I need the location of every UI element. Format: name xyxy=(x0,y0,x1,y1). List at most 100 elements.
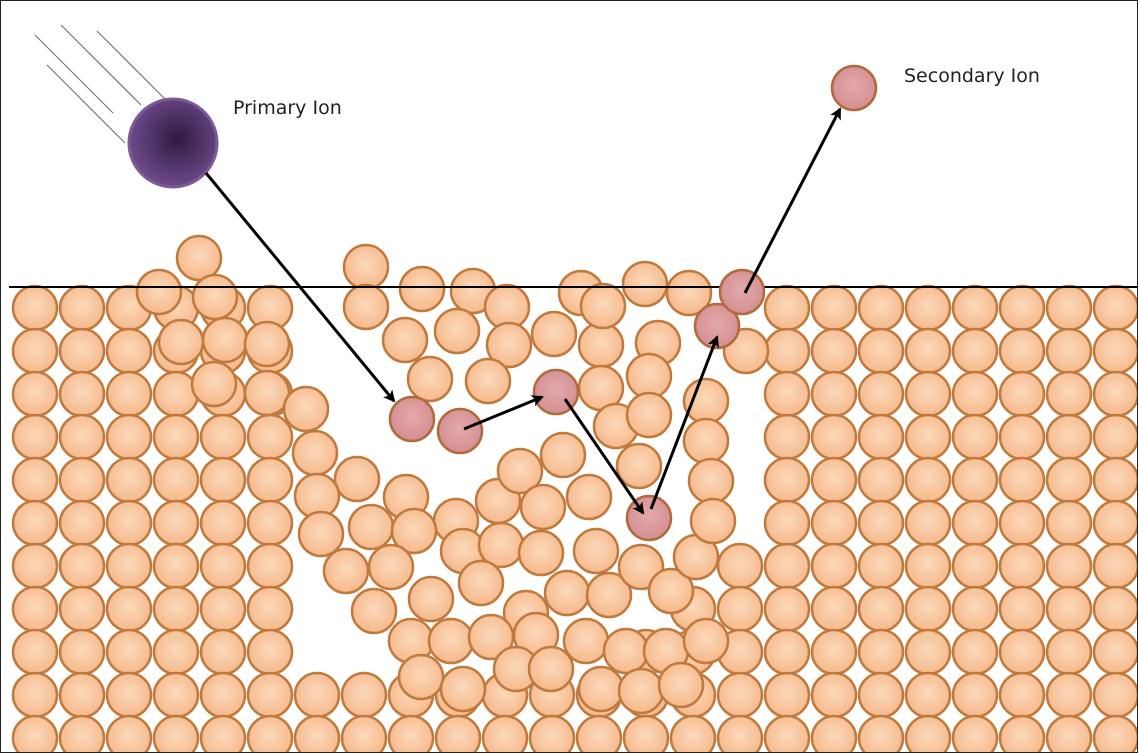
substrate-atom xyxy=(1047,458,1091,502)
displaced-substrate-atom xyxy=(369,545,413,589)
substrate-atom xyxy=(13,716,57,753)
displaced-substrate-atom xyxy=(532,312,576,356)
substrate-atom xyxy=(107,501,151,545)
displaced-substrate-atom xyxy=(627,354,671,398)
substrate-atom xyxy=(154,415,198,459)
substrate-atom xyxy=(154,458,198,502)
substrate-atom xyxy=(107,372,151,416)
substrate-atom xyxy=(953,544,997,588)
substrate-atom xyxy=(765,458,809,502)
substrate-atom xyxy=(906,630,950,674)
displaced-substrate-atom xyxy=(659,663,703,707)
substrate-atom xyxy=(718,587,762,631)
displaced-substrate-atom xyxy=(383,318,427,362)
substrate-atom xyxy=(859,372,903,416)
substrate-atom xyxy=(765,286,809,330)
substrate-atom xyxy=(859,415,903,459)
substrate-atom xyxy=(812,544,856,588)
substrate-atom xyxy=(906,329,950,373)
displaced-substrate-atom xyxy=(691,499,735,543)
substrate-atom xyxy=(1047,286,1091,330)
substrate-atom xyxy=(765,329,809,373)
displaced-substrate-atom xyxy=(619,669,663,713)
motion-line xyxy=(97,31,167,101)
substrate-atom xyxy=(1047,587,1091,631)
substrate-atom xyxy=(60,329,104,373)
substrate-atom xyxy=(859,501,903,545)
substrate-atom xyxy=(718,544,762,588)
displaced-substrate-atom xyxy=(684,419,728,463)
displaced-substrate-atom xyxy=(545,571,589,615)
substrate-atom xyxy=(906,716,950,753)
substrate-atom xyxy=(342,673,386,717)
substrate-atom xyxy=(859,286,903,330)
substrate-atom xyxy=(248,716,292,753)
substrate-atom xyxy=(906,415,950,459)
substrate-atom xyxy=(154,630,198,674)
substrate-atom xyxy=(953,372,997,416)
substrate-atom xyxy=(107,329,151,373)
motion-line xyxy=(35,35,113,113)
substrate-atom xyxy=(13,372,57,416)
displaced-substrate-atom xyxy=(299,512,343,556)
displaced-substrate-atom xyxy=(567,475,611,519)
displaced-substrate-atom xyxy=(579,323,623,367)
displaced-substrate-atom xyxy=(684,379,728,423)
substrate-atom xyxy=(154,716,198,753)
substrate-atom xyxy=(60,286,104,330)
substrate-atom xyxy=(953,329,997,373)
substrate-atom xyxy=(671,716,715,753)
substrate-atom xyxy=(107,673,151,717)
displaced-substrate-atom xyxy=(137,270,181,314)
displaced-substrate-atom xyxy=(349,505,393,549)
substrate-atom xyxy=(906,372,950,416)
substrate-atom xyxy=(13,673,57,717)
substrate-atom xyxy=(201,630,245,674)
substrate-atom xyxy=(201,415,245,459)
substrate-atom xyxy=(953,716,997,753)
displaced-substrate-atom xyxy=(579,667,623,711)
substrate-atom xyxy=(154,587,198,631)
substrate-atom xyxy=(295,673,339,717)
displaced-substrate-atom xyxy=(519,531,563,575)
substrate-atom xyxy=(1000,587,1044,631)
substrate-atom xyxy=(718,716,762,753)
substrate-atom xyxy=(859,329,903,373)
substrate-atom xyxy=(812,286,856,330)
substrate-atom xyxy=(13,458,57,502)
displaced-substrate-atom xyxy=(564,619,608,663)
substrate-atom xyxy=(812,415,856,459)
substrate-atom xyxy=(953,673,997,717)
substrate-atom xyxy=(1094,673,1138,717)
displaced-substrate-atom xyxy=(529,647,573,691)
substrate-atom xyxy=(154,501,198,545)
displaced-substrate-atom xyxy=(459,561,503,605)
substrate-atom xyxy=(859,587,903,631)
substrate-atom xyxy=(60,630,104,674)
substrate-atom xyxy=(1094,372,1138,416)
primary-ion-ball xyxy=(129,99,217,187)
substrate-atom xyxy=(107,630,151,674)
substrate-atom xyxy=(248,630,292,674)
substrate-atom xyxy=(953,415,997,459)
substrate-atom xyxy=(201,544,245,588)
substrate-atom xyxy=(201,716,245,753)
substrate-atom xyxy=(765,630,809,674)
substrate-atom xyxy=(812,630,856,674)
substrate-atom xyxy=(812,372,856,416)
substrate-atom xyxy=(1000,630,1044,674)
displaced-substrate-atom xyxy=(245,371,289,415)
substrate-atom xyxy=(154,673,198,717)
substrate-atom xyxy=(1047,630,1091,674)
displaced-substrate-atom xyxy=(521,485,565,529)
substrate-atom xyxy=(812,673,856,717)
trajectory-arrow xyxy=(745,109,840,293)
substrate-atom xyxy=(1000,716,1044,753)
substrate-atom xyxy=(1094,286,1138,330)
substrate-atom xyxy=(906,587,950,631)
substrate-atom xyxy=(13,329,57,373)
substrate-atom xyxy=(483,716,527,753)
displaced-substrate-atom xyxy=(429,619,473,663)
displaced-substrate-atom xyxy=(293,431,337,475)
substrate-atom xyxy=(13,501,57,545)
